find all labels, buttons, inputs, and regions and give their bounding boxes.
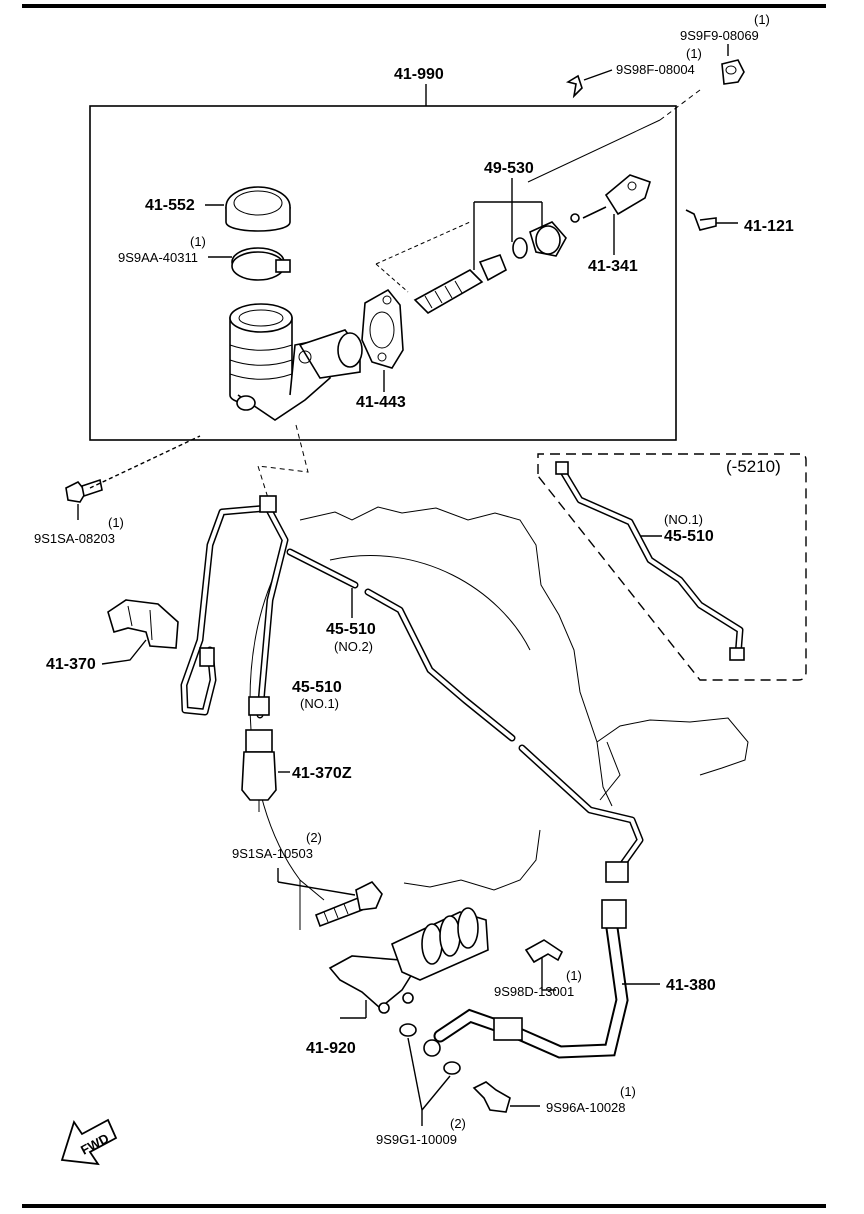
label-gasket: 41-443	[356, 394, 406, 411]
variant-pipe	[555, 461, 745, 661]
pipe-no1	[180, 504, 289, 719]
label-damper: 41-370Z	[292, 765, 352, 782]
label-clip-low: 9S98D-13001	[494, 984, 574, 999]
mounting-bolt-mid	[314, 881, 383, 928]
label-bleeder-qty: (1)	[620, 1084, 636, 1099]
label-bolt-mid: 9S1SA-10503	[232, 846, 313, 861]
label-bolt-mid-qty: (2)	[306, 830, 322, 845]
label-clip-top: 41-121	[744, 218, 794, 235]
label-pipe-no2: 45-510	[326, 621, 376, 638]
lock-pin	[565, 74, 583, 99]
label-variant-pipe-note: (NO.1)	[664, 512, 703, 527]
master-cylinder-box	[89, 105, 677, 441]
hose-clip	[524, 939, 564, 964]
label-assembly: 41-990	[394, 66, 444, 83]
push-rod	[570, 174, 651, 223]
transmission-housing	[249, 506, 749, 930]
label-bleeder: 9S96A-10028	[546, 1100, 626, 1115]
reservoir-band	[231, 247, 291, 281]
label-push-rod: 41-341	[588, 258, 638, 275]
label-pin: 9S98F-08004	[616, 62, 695, 77]
label-slave-cyl: 41-920	[306, 1040, 356, 1057]
label-hose: 41-380	[666, 977, 716, 994]
label-nut-qty: (1)	[754, 12, 770, 27]
fwd-arrow-icon	[60, 1118, 118, 1166]
label-washer: 9S9G1-10009	[376, 1132, 457, 1147]
flange-gasket	[361, 288, 404, 369]
label-band: 9S9AA-40311	[118, 250, 198, 265]
label-variant-pipe: 45-510	[664, 528, 714, 545]
label-pipe-no2-note: (NO.2)	[334, 639, 373, 654]
clutch-hose	[433, 899, 629, 1059]
master-cylinder-body	[229, 303, 363, 421]
label-pipe-no1: 45-510	[292, 679, 342, 696]
variant-box	[537, 453, 807, 681]
label-clip-low-qty: (1)	[566, 968, 582, 983]
label-pin-qty: (1)	[686, 46, 702, 61]
dust-boot	[529, 221, 567, 257]
label-nut: 9S9F9-08069	[680, 28, 759, 43]
pedal-clip	[685, 209, 717, 231]
piston-cup	[512, 237, 528, 259]
label-washer-qty: (2)	[450, 1116, 466, 1131]
reservoir-cap	[225, 186, 291, 232]
pipe-no2	[286, 548, 644, 883]
clevis-nut	[721, 59, 745, 85]
pipe-joint-top	[259, 495, 277, 513]
slave-cylinder	[328, 907, 489, 1014]
label-bolt-top: 9S1SA-08203	[34, 531, 115, 546]
clutch-damper	[241, 729, 277, 812]
sealing-washers	[399, 1023, 461, 1075]
pipe-bracket	[107, 599, 179, 649]
label-cap: 41-552	[145, 197, 195, 214]
label-bolt-top-qty: (1)	[108, 515, 124, 530]
label-variant-range: (-5210)	[726, 457, 781, 476]
mounting-bolt-top	[65, 478, 103, 503]
piston-spring	[413, 253, 508, 314]
label-pipe-no1-note: (NO.1)	[300, 696, 339, 711]
label-band-qty: (1)	[190, 234, 206, 249]
bleeder-screw	[472, 1081, 511, 1113]
label-repair-kit: 49-530	[484, 160, 534, 177]
label-bracket: 41-370	[46, 656, 96, 673]
